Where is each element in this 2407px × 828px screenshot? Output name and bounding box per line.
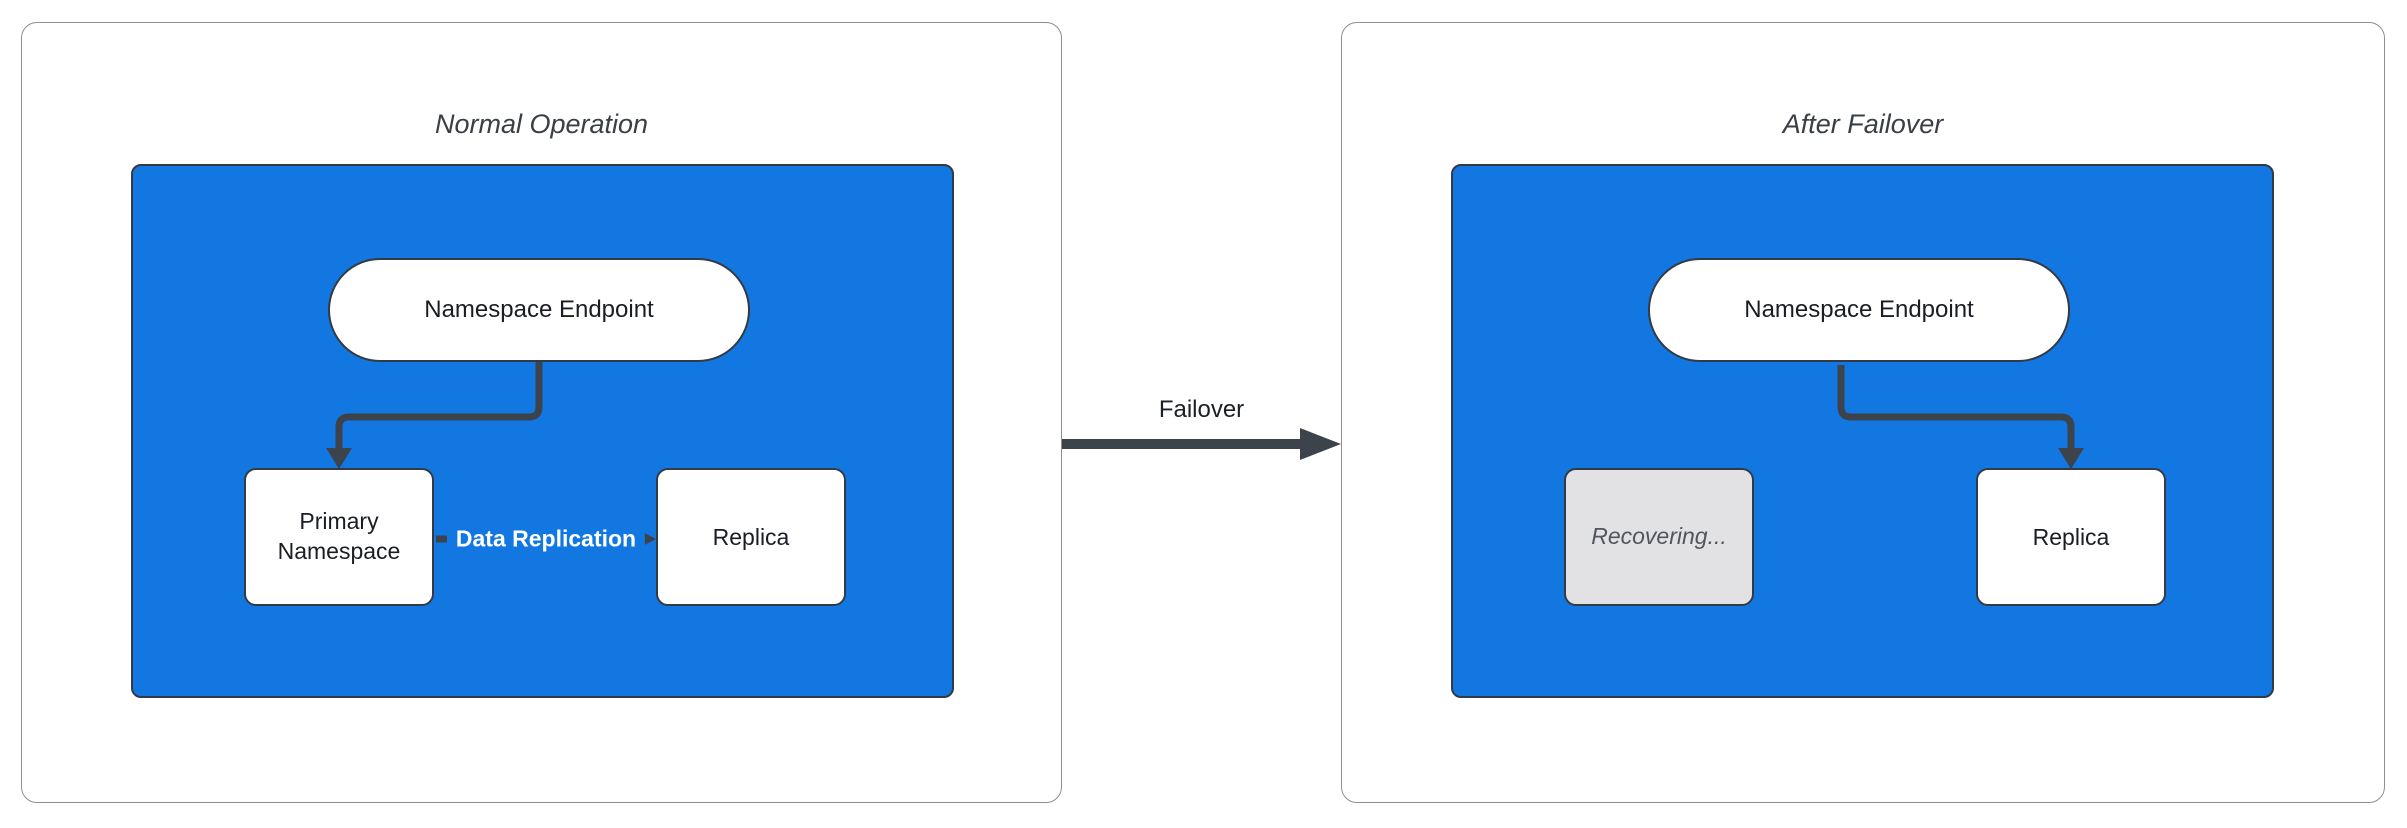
endpoint-to-replica-connector: [1837, 365, 2075, 450]
panel-after-failover: After Failover Namespace Endpoint Recove…: [1341, 22, 2385, 803]
node-recovering: Recovering...: [1564, 468, 1754, 606]
failover-transition: Failover: [1062, 396, 1341, 468]
namespace-container-failover: Namespace Endpoint Recovering... Replica: [1451, 164, 2274, 698]
node-label: Recovering...: [1591, 523, 1727, 550]
edge-label-data-replication: Data Replication: [446, 522, 646, 556]
node-replica: Replica: [656, 468, 846, 606]
failover-arrow-icon: [1062, 428, 1341, 460]
node-label: Replica: [2032, 523, 2110, 550]
node-namespace-endpoint: Namespace Endpoint: [328, 258, 750, 362]
node-primary-namespace: Primary Namespace: [244, 468, 434, 606]
node-label: Namespace Endpoint: [1744, 296, 1974, 323]
node-label: Primary Namespace: [277, 508, 401, 564]
failover-label: Failover: [1158, 396, 1245, 423]
panel-title-normal-operation: Normal Operation: [434, 109, 649, 139]
endpoint-to-primary-connector: [335, 362, 543, 450]
arrowhead-down-icon: [326, 448, 352, 469]
panel-title-after-failover: After Failover: [1782, 109, 1944, 139]
connector-lines-normal: [326, 362, 656, 551]
namespace-container-normal: Namespace Endpoint Primary Namespace Rep…: [131, 164, 954, 698]
node-label: Replica: [712, 523, 790, 550]
connector-lines-failover: [1837, 365, 2084, 469]
panel-normal-operation: Normal Operation Namespace Endpoint Prim…: [21, 22, 1062, 803]
node-namespace-endpoint: Namespace Endpoint: [1648, 258, 2070, 362]
arrowhead-down-icon: [2058, 448, 2084, 469]
node-label: Namespace Endpoint: [424, 296, 654, 323]
node-replica: Replica: [1976, 468, 2166, 606]
